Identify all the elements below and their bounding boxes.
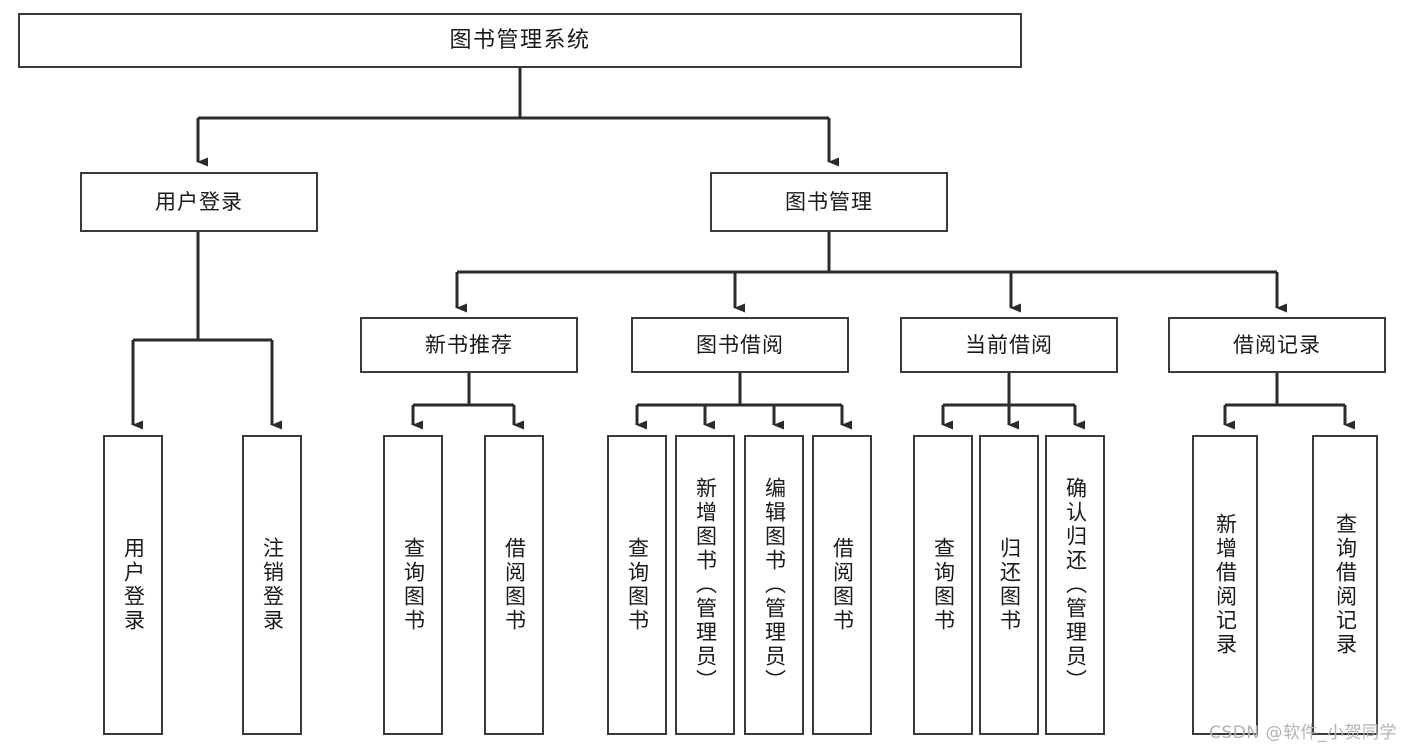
node-label: 借阅图书 [502,537,527,633]
node-leaf-query-record[interactable]: 查询借阅记录 [1312,435,1378,735]
node-label: 查询图书 [401,537,426,633]
node-label: 借阅图书 [830,537,855,633]
node-label: 归还图书 [997,537,1022,633]
node-leaf-return-book[interactable]: 归还图书 [979,435,1039,735]
node-label: 新书推荐 [425,332,513,357]
node-leaf-edit-book[interactable]: 编辑图书（管理员） [744,435,804,735]
node-user-login[interactable]: 用户登录 [80,172,318,232]
node-label: 查询借阅记录 [1333,513,1358,657]
node-label: 查询图书 [625,537,650,633]
node-new-book-recommend[interactable]: 新书推荐 [360,317,578,373]
node-label: 编辑图书（管理员） [762,477,787,693]
node-leaf-user-login[interactable]: 用户登录 [103,435,163,735]
node-leaf-borrow-book-2[interactable]: 借阅图书 [812,435,872,735]
node-leaf-query-book-2[interactable]: 查询图书 [607,435,667,735]
node-label: 新增借阅记录 [1213,513,1238,657]
node-leaf-add-book[interactable]: 新增图书（管理员） [675,435,735,735]
node-label: 图书管理系统 [449,27,591,53]
node-current-borrow[interactable]: 当前借阅 [900,317,1118,373]
node-label: 确认归还（管理员） [1063,477,1088,693]
node-label: 注销登录 [260,537,285,633]
node-leaf-add-record[interactable]: 新增借阅记录 [1192,435,1258,735]
node-label: 图书管理 [785,189,873,214]
node-leaf-borrow-book-1[interactable]: 借阅图书 [484,435,544,735]
node-root-system[interactable]: 图书管理系统 [18,13,1022,68]
node-label: 用户登录 [155,189,243,214]
csdn-watermark: CSDN @软件_小贺同学 [1209,723,1397,743]
node-borrow-record[interactable]: 借阅记录 [1168,317,1386,373]
node-label: 查询图书 [931,537,956,633]
node-leaf-query-book-3[interactable]: 查询图书 [913,435,973,735]
node-leaf-query-book-1[interactable]: 查询图书 [383,435,443,735]
node-label: 当前借阅 [965,332,1053,357]
node-book-manage[interactable]: 图书管理 [710,172,948,232]
node-label: 用户登录 [121,537,146,633]
node-label: 图书借阅 [696,332,784,357]
node-leaf-confirm-return[interactable]: 确认归还（管理员） [1045,435,1105,735]
node-label: 借阅记录 [1233,332,1321,357]
node-leaf-logout-login[interactable]: 注销登录 [242,435,302,735]
node-book-borrow[interactable]: 图书借阅 [631,317,849,373]
node-label: 新增图书（管理员） [693,477,718,693]
